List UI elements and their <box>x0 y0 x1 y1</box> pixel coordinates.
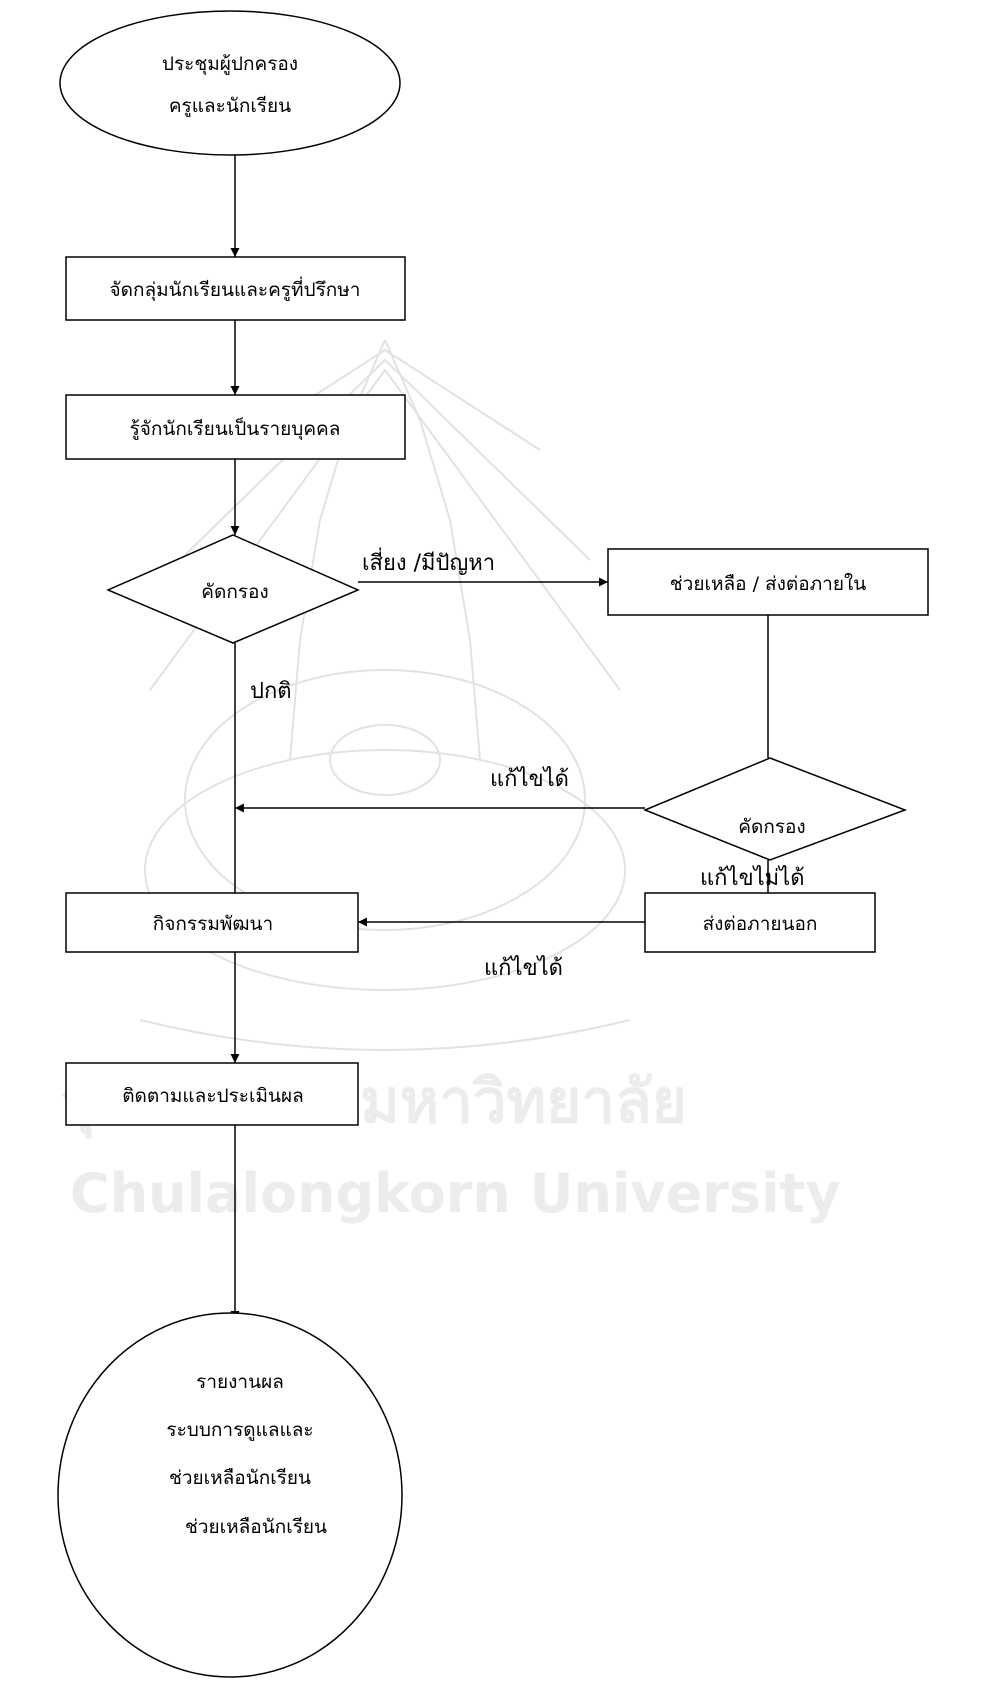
know-box <box>65 394 406 460</box>
help-label: ช่วยเหลือ / ส่งต่อภายใน <box>670 573 866 595</box>
edge-label-risk: เสี่ยง /มีปัญหา <box>362 547 495 576</box>
screen-label: คัดกรอง <box>201 581 268 603</box>
refer-out-label: ส่งต่อภายนอก <box>703 913 818 935</box>
watermark-text-english: Chulalongkorn University <box>70 1162 841 1225</box>
develop-box <box>65 892 359 953</box>
end-label-line2: ระบบการดูแลและ <box>166 1419 313 1441</box>
screen-decision <box>106 534 360 644</box>
end-ellipse <box>57 1312 403 1678</box>
know-label: รู้จักนักเรียนเป็นรายบุคคล <box>130 416 341 441</box>
help-box <box>607 548 929 616</box>
refer-out-box <box>644 892 876 953</box>
end-label-line1: รายงานผล <box>196 1371 284 1393</box>
start-ellipse <box>59 10 401 156</box>
watermark-seal <box>139 339 631 1051</box>
develop-label: กิจกรรมพัฒนา <box>153 913 273 935</box>
edge-label-solved-b: แก้ไขได้ <box>484 955 563 981</box>
edge-label-solved-a: แก้ไขได้ <box>490 766 569 792</box>
edge-label-unsolved: แก้ไขไม่ได้ <box>700 865 805 891</box>
group-box <box>65 256 406 321</box>
follow-label: ติดตามและประเมินผล <box>122 1085 304 1107</box>
group-label: จัดกลุ่มนักเรียนและครูที่ปรึกษา <box>110 276 361 302</box>
edge-label-normal: ปกติ <box>250 679 292 704</box>
start-label-line2: ครูและนักเรียน <box>169 95 291 117</box>
screen2-decision <box>643 757 908 861</box>
screen2-label: คัดกรอง <box>738 816 805 838</box>
follow-box <box>65 1062 359 1126</box>
end-label-line4: ช่วยเหลือนักเรียน <box>185 1516 327 1538</box>
end-label-line3: ช่วยเหลือนักเรียน <box>169 1467 311 1489</box>
start-label-line1: ประชุมผู้ปกครอง <box>162 53 298 76</box>
